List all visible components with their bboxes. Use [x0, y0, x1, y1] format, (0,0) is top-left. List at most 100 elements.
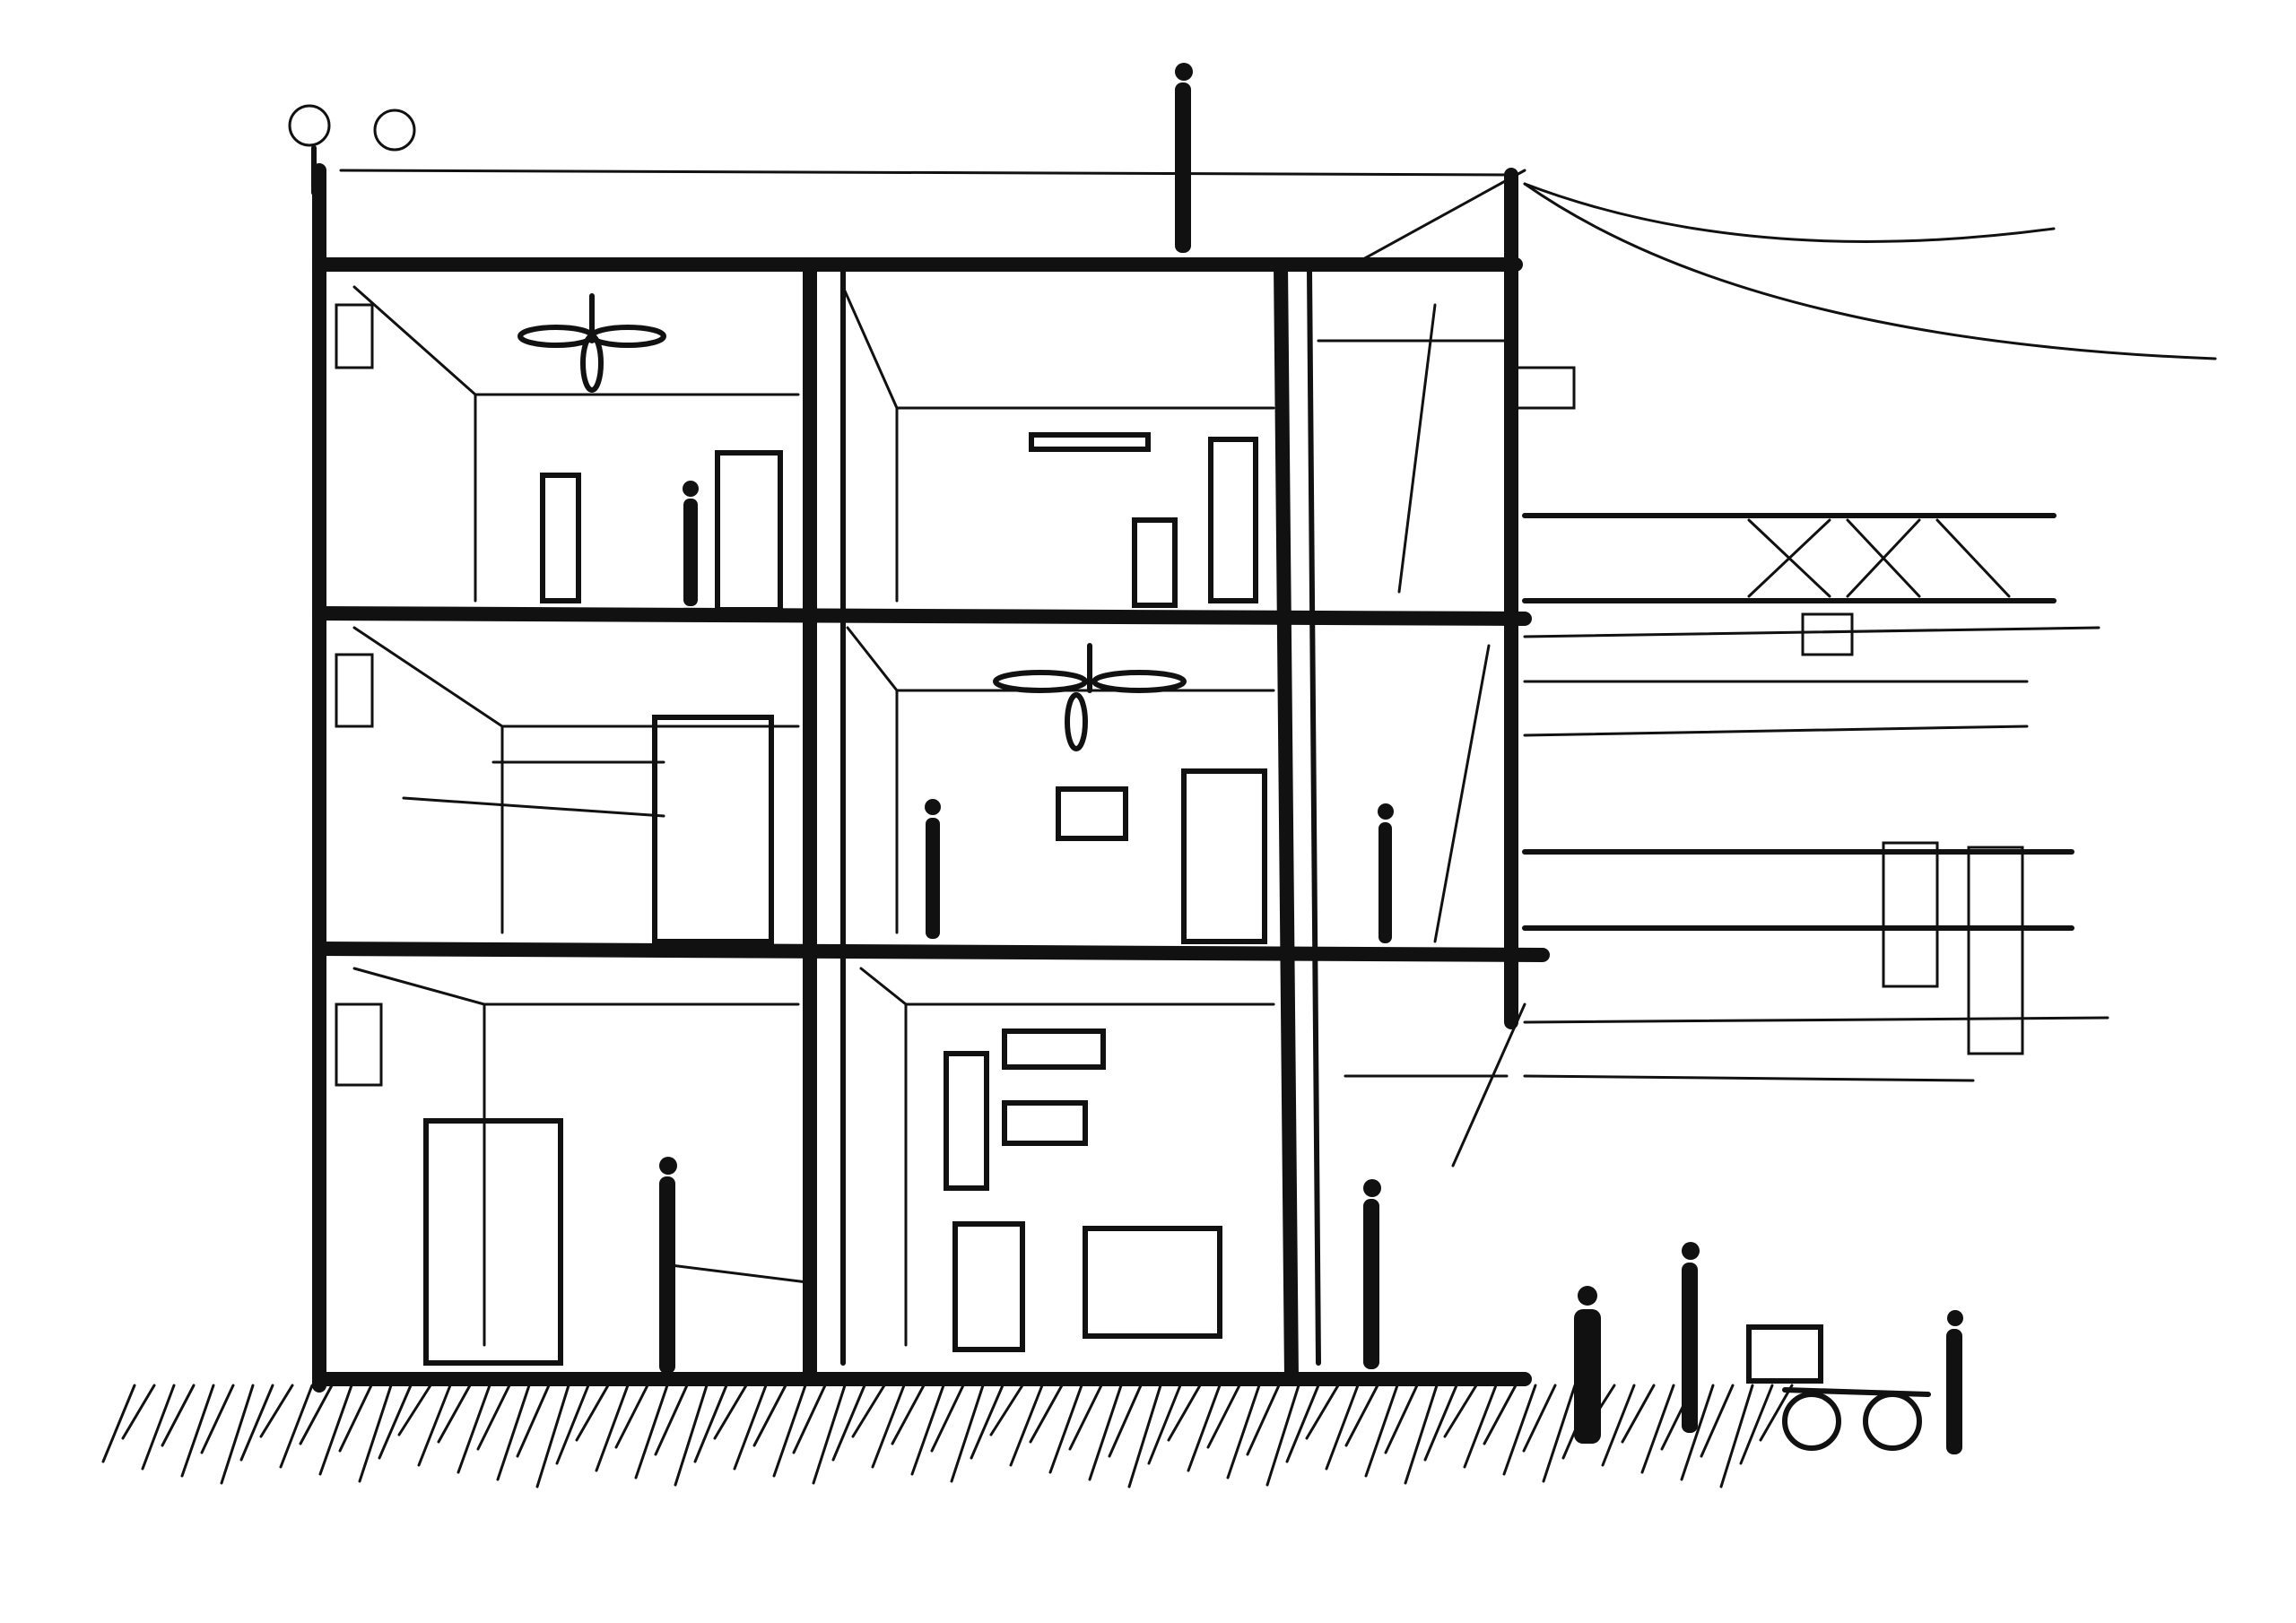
hatch-stroke: [259, 1384, 294, 1438]
hatch-stroke: [417, 1384, 452, 1467]
person-icon: [925, 799, 941, 939]
hatch-stroke: [733, 1384, 768, 1471]
hatch-stroke: [970, 1384, 1004, 1460]
hatch-stroke: [1463, 1384, 1498, 1469]
curtain-door: [652, 715, 774, 944]
hatch-stroke: [1502, 1384, 1537, 1476]
hatch-stroke: [1285, 1384, 1320, 1463]
barrel: [952, 1221, 1025, 1352]
window: [335, 653, 374, 728]
hatch-stroke: [1147, 1384, 1182, 1465]
hatch-stroke: [239, 1384, 274, 1462]
door: [1181, 768, 1267, 944]
wall-shelf: [1002, 1100, 1088, 1146]
hatch-stroke: [1483, 1384, 1518, 1445]
window: [335, 303, 374, 369]
hatch-stroke: [910, 1384, 945, 1476]
fridge: [540, 473, 581, 603]
hatch-stroke: [1108, 1384, 1143, 1458]
ladder: [1967, 846, 2024, 1055]
hatch-stroke: [535, 1384, 570, 1488]
hatch-stroke: [950, 1384, 985, 1483]
ground-hatching: [101, 1384, 1794, 1488]
hatch-stroke: [1680, 1384, 1715, 1481]
hatch-stroke: [121, 1384, 156, 1440]
hatch-stroke: [220, 1384, 255, 1485]
hatch-stroke: [1443, 1384, 1478, 1438]
hatch-stroke: [930, 1384, 965, 1453]
hatch-stroke: [180, 1384, 215, 1478]
door: [1882, 841, 1939, 988]
hatch-stroke: [141, 1384, 176, 1471]
ceiling-fan-icon: [993, 643, 1187, 751]
hatch-stroke: [1384, 1384, 1419, 1454]
hatch-stroke: [200, 1384, 235, 1454]
hatch-stroke: [1009, 1384, 1044, 1467]
hatch-stroke: [989, 1384, 1024, 1436]
person-icon: [1175, 63, 1193, 253]
hatch-stroke: [1660, 1384, 1695, 1451]
power-lines: [339, 169, 2217, 1082]
water-cooler: [1132, 517, 1178, 608]
hatch-stroke: [1048, 1384, 1083, 1474]
hatch-stroke: [1088, 1384, 1123, 1481]
hatch-stroke: [1423, 1384, 1458, 1462]
sign: [1514, 366, 1576, 410]
balconies: [1514, 366, 2074, 1055]
hatch-stroke: [1542, 1384, 1577, 1483]
hatch-stroke: [1325, 1384, 1360, 1471]
door: [715, 450, 783, 612]
hatch-stroke: [1127, 1384, 1162, 1488]
hatch-stroke: [1029, 1384, 1064, 1444]
hatch-stroke: [1561, 1384, 1596, 1460]
hatch-stroke: [1581, 1384, 1616, 1436]
hatch-stroke: [318, 1384, 353, 1476]
hatch-stroke: [1364, 1384, 1399, 1478]
person-icon: [659, 1157, 677, 1374]
hatch-stroke: [595, 1384, 630, 1472]
hatch-stroke: [161, 1384, 196, 1447]
person-icon: [1682, 1242, 1700, 1433]
hatch-stroke: [437, 1384, 472, 1444]
hatch-stroke: [1206, 1384, 1241, 1449]
hatch-stroke: [871, 1384, 906, 1469]
hatch-stroke: [457, 1384, 491, 1474]
person-icon: [1363, 1179, 1381, 1369]
building-structure: [312, 163, 1550, 1393]
hatch-stroke: [397, 1384, 432, 1436]
hatch-stroke: [496, 1384, 531, 1481]
person-icon: [1378, 803, 1394, 943]
hatch-stroke: [1759, 1384, 1794, 1442]
hatch-stroke: [654, 1384, 689, 1456]
hatch-stroke: [1739, 1384, 1774, 1465]
wall-light: [1029, 432, 1151, 452]
hatch-stroke: [101, 1384, 136, 1463]
hatch-stroke: [1719, 1384, 1754, 1488]
hatch-stroke: [1601, 1384, 1636, 1467]
room-interiors: [352, 285, 1275, 1347]
hatch-stroke: [1265, 1384, 1300, 1487]
street-cart: [1746, 1324, 1931, 1451]
hatch-stroke: [1068, 1384, 1103, 1451]
hatch-stroke: [1700, 1384, 1735, 1458]
hatch-stroke: [358, 1384, 393, 1483]
hatch-stroke: [831, 1384, 866, 1462]
ceiling-fan-icon: [517, 293, 666, 393]
picture-frame: [944, 1051, 989, 1191]
hatch-stroke: [614, 1384, 649, 1449]
shelf: [1208, 437, 1258, 603]
hatch-stroke: [1305, 1384, 1340, 1440]
hatch-stroke: [891, 1384, 926, 1445]
hatch-stroke: [1344, 1384, 1379, 1447]
hatch-stroke: [378, 1384, 413, 1460]
hatch-stroke: [1522, 1384, 1557, 1453]
hatch-stroke: [674, 1384, 709, 1487]
hatch-stroke: [1167, 1384, 1202, 1442]
hatch-stroke: [792, 1384, 827, 1454]
hatch-stroke: [713, 1384, 748, 1440]
person-icon: [683, 481, 699, 606]
hatch-stroke: [476, 1384, 511, 1451]
hatch-stroke: [1404, 1384, 1439, 1485]
furniture: [335, 303, 1267, 1366]
